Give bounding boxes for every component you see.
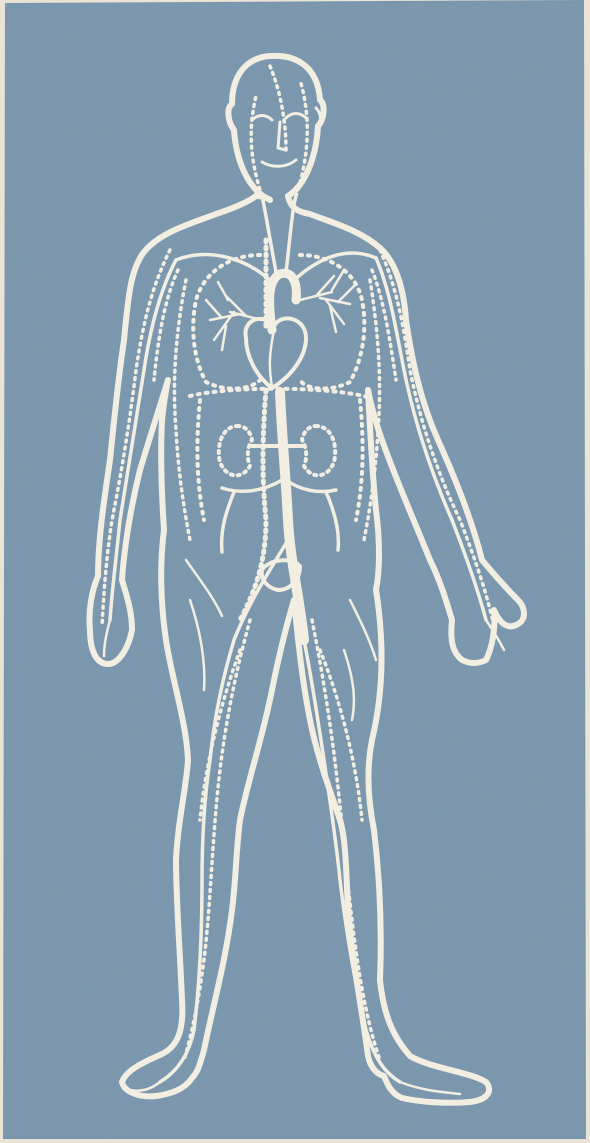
circulatory-system-illustration <box>0 0 590 1143</box>
illustration-page <box>0 0 590 1143</box>
